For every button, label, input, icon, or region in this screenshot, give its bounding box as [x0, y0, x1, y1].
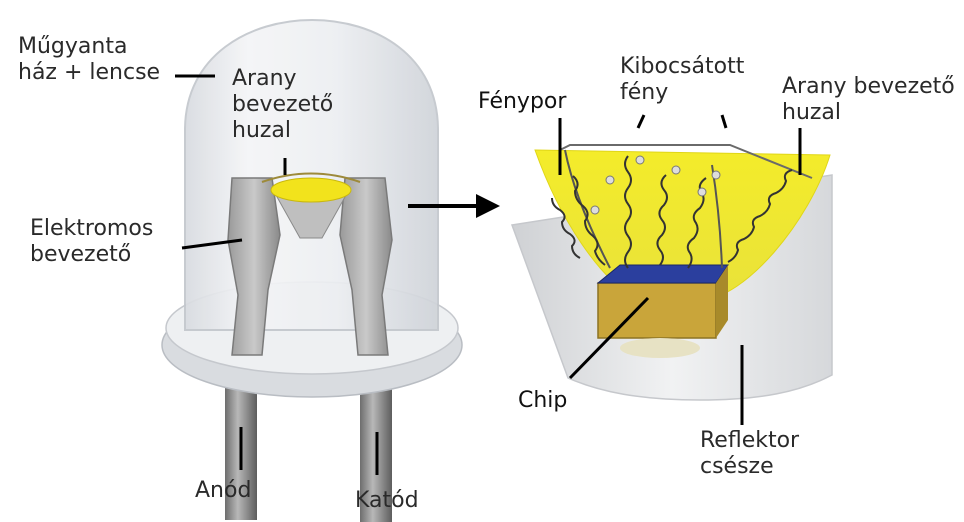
- electrode-leader: [181, 238, 243, 250]
- emitted-light-leader-1: [636, 114, 646, 129]
- cross-section: [510, 144, 833, 401]
- leader-lines: [175, 74, 802, 475]
- right-lead-frame: [339, 177, 393, 356]
- reflector-label: Reflektor csésze: [700, 428, 800, 479]
- photon-dot: [605, 175, 615, 185]
- chip-leader: [568, 296, 650, 380]
- chip-base: [620, 338, 700, 358]
- chip-top: [596, 264, 729, 284]
- gold-wire-left: [261, 172, 361, 183]
- photon-dot: [711, 170, 721, 180]
- zoom-arrow: [408, 194, 500, 218]
- photon-dot: [671, 165, 681, 175]
- light-ray-3: [656, 174, 668, 266]
- gold-wire-frame: [559, 144, 813, 179]
- chip-label: Chip: [518, 388, 568, 413]
- photon-dot: [590, 205, 600, 215]
- electrode-label: Elektromos bevezető: [30, 216, 154, 267]
- phosphor-label: Fénypor: [478, 89, 567, 114]
- chip-side: [716, 265, 728, 338]
- light-ray-1: [624, 155, 632, 269]
- light-ray-6: [551, 197, 581, 259]
- anode-label: Anód: [195, 478, 252, 503]
- housing-label: Műgyanta ház + lencse: [18, 34, 161, 85]
- emitted-light-label: Kibocsátott fény: [620, 54, 745, 105]
- gold-wire-left-label: Arany bevezető huzal: [232, 66, 334, 143]
- gold-wire-right-label: Arany bevezető huzal: [782, 74, 955, 125]
- light-ray-5: [727, 169, 793, 263]
- phosphor-dot-left: [270, 177, 352, 203]
- photon-dot: [697, 187, 707, 197]
- light-ray-2: [572, 175, 606, 266]
- left-lead-frame: [227, 177, 281, 356]
- emitted-light-leader-2: [720, 114, 728, 129]
- led-package: [161, 18, 463, 522]
- cathode-label: Katód: [355, 488, 419, 513]
- photon-dot: [635, 155, 645, 165]
